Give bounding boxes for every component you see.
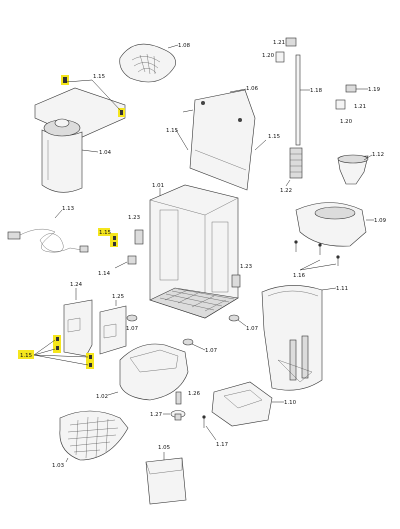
label-1-10: 1.10	[284, 400, 297, 406]
screw-icon	[56, 337, 59, 341]
screw-icon	[63, 77, 123, 115]
label-1-19: 1.19	[368, 87, 381, 93]
highlight-1-15-bottom-screws-a	[53, 335, 61, 353]
label-1-20-top: 1.20	[262, 53, 275, 59]
part-1-13-power-cord	[7, 228, 89, 253]
part-1-22-water-filter	[289, 147, 303, 179]
label-1-05: 1.05	[158, 445, 170, 451]
label-1-27: 1.27	[150, 412, 162, 418]
part-1-10-base-tray	[211, 381, 273, 427]
part-1-07-foot-b	[228, 314, 240, 322]
label-1-21-top: 1.21	[273, 40, 285, 46]
part-1-24-side-panel	[63, 299, 93, 357]
highlight-1-15-mid-label	[98, 228, 110, 236]
label-1-25: 1.25	[112, 294, 124, 300]
part-1-06-rear-panel	[189, 89, 256, 191]
label-1-02: 1.02	[96, 394, 108, 400]
part-1-19-valve-right	[335, 84, 357, 110]
label-1-23-left: 1.23	[128, 215, 140, 221]
label-1-16-a: 1.16	[293, 273, 306, 279]
label-1-14: 1.14	[98, 271, 111, 277]
part-1-11-brew-housing	[261, 285, 323, 391]
label-1-03: 1.03	[52, 463, 64, 469]
part-1-05-grounds-container	[145, 457, 187, 505]
part-1-26-float	[175, 391, 182, 405]
part-1-07-foot-c	[182, 338, 194, 346]
part-1-02-drip-tray	[119, 343, 189, 401]
highlight-1-15-bottom-label	[18, 350, 34, 359]
part-1-23-connector-left	[134, 229, 144, 245]
label-1-26: 1.26	[188, 391, 201, 397]
part-1-07-foot-a	[126, 314, 138, 322]
part-1-04-water-tank	[34, 87, 126, 193]
label-1-15-mid: 1.15	[99, 230, 111, 236]
label-1-20-right: 1.20	[340, 119, 353, 125]
label-1-11: 1.11	[336, 286, 348, 292]
screw-icon	[89, 363, 92, 367]
part-1-01-main-frame	[149, 184, 239, 319]
label-1-07-a: 1.07	[126, 326, 138, 332]
label-1-23-right: 1.23	[240, 264, 252, 270]
label-1-08: 1.08	[178, 43, 191, 49]
part-1-27-knob	[170, 410, 186, 421]
label-1-04: 1.04	[99, 150, 112, 156]
part-1-12-cup-holder	[337, 154, 369, 185]
highlight-1-15-bottom-screws-b	[86, 353, 94, 369]
label-1-15-top: 1.15	[93, 74, 105, 80]
label-1-06: 1.06	[246, 86, 259, 92]
part-1-25-side-panel	[99, 305, 127, 355]
part-1-17-screw	[202, 415, 206, 428]
screw-icon	[113, 236, 116, 240]
label-1-22: 1.22	[280, 188, 292, 194]
label-1-15-bottom: 1.15	[20, 353, 32, 359]
label-1-24: 1.24	[70, 282, 83, 288]
screw-icon	[89, 355, 92, 359]
label-1-12: 1.12	[372, 152, 384, 158]
label-1-07-c: 1.07	[205, 348, 217, 354]
part-1-09-tray-cover	[295, 202, 367, 247]
part-1-18-tube	[295, 54, 301, 146]
part-1-21-valve-top	[275, 37, 297, 63]
screw-icon	[113, 242, 116, 246]
label-1-09: 1.09	[374, 218, 387, 224]
part-1-03-drip-grille	[59, 410, 129, 461]
part-1-23-connector-right	[231, 274, 241, 288]
label-1-15-panel-right: 1.15	[268, 134, 280, 140]
part-1-08-top-grid	[119, 43, 179, 83]
part-1-14-clip	[127, 255, 137, 265]
label-1-01: 1.01	[152, 183, 164, 189]
label-1-07-b: 1.07	[246, 326, 258, 332]
label-1-13: 1.13	[62, 206, 74, 212]
part-1-16-screws	[294, 240, 340, 266]
screw-icon	[56, 346, 59, 350]
label-1-21-right: 1.21	[354, 104, 366, 110]
label-1-15-panel: 1.15	[166, 128, 178, 134]
label-1-18: 1.18	[310, 88, 323, 94]
label-1-17: 1.17	[216, 442, 228, 448]
